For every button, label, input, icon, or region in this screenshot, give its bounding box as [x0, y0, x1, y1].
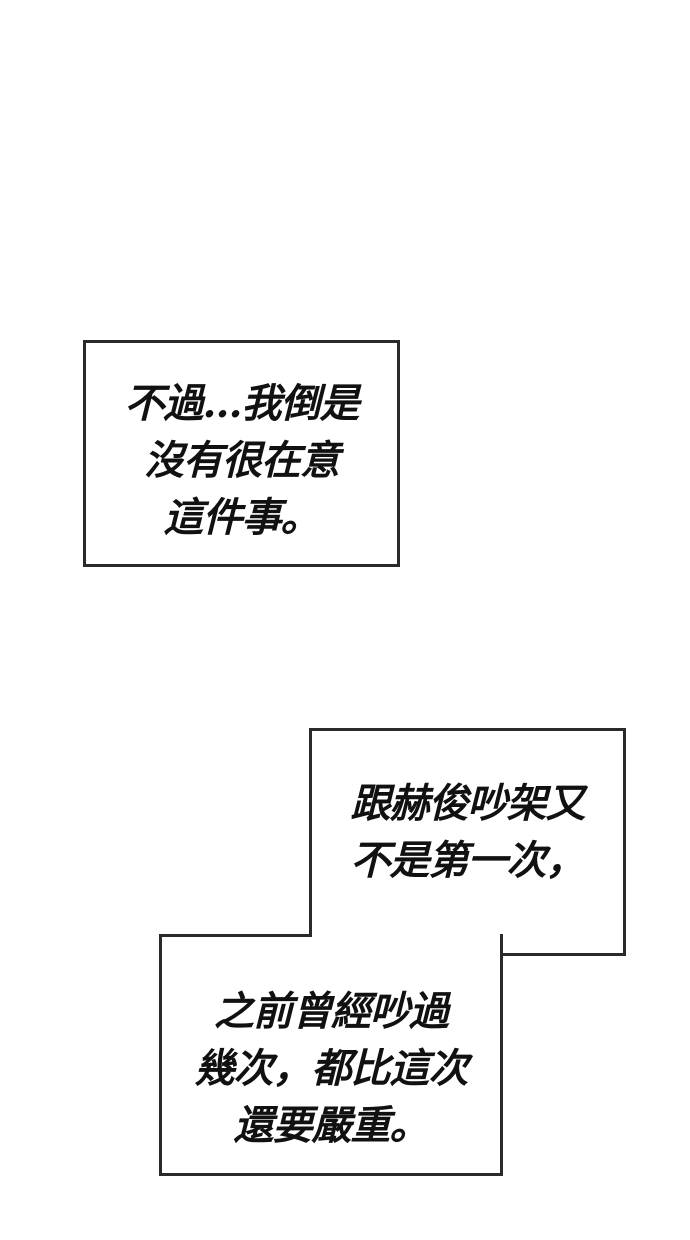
narration-2-line-2: 不是第一次，: [350, 837, 586, 884]
narration-2-line-1: 跟赫俊吵架又: [350, 780, 586, 827]
narration-1-line-2: 沒有很在意: [144, 437, 340, 484]
narration-text-1: 不過…我倒是 沒有很在意 這件事。: [83, 375, 400, 546]
narration-2-line-4: 幾次，都比這次: [194, 1045, 469, 1092]
narration-1-line-3: 這件事。: [163, 494, 321, 541]
narration-2-line-5: 還要嚴重。: [233, 1102, 430, 1149]
narration-box-2-upper: [309, 728, 626, 956]
narration-2-line-3: 之前曾經吵過: [214, 988, 449, 1035]
narration-box-2-joint: [312, 931, 500, 941]
narration-box-1: [83, 340, 400, 567]
narration-1-line-1: 不過…我倒是: [124, 380, 360, 427]
narration-text-2-upper: 跟赫俊吵架又 不是第一次，: [309, 775, 626, 889]
narration-box-2-lower: [159, 934, 503, 1176]
narration-text-2-lower: 之前曾經吵過 幾次，都比這次 還要嚴重。: [159, 983, 503, 1154]
